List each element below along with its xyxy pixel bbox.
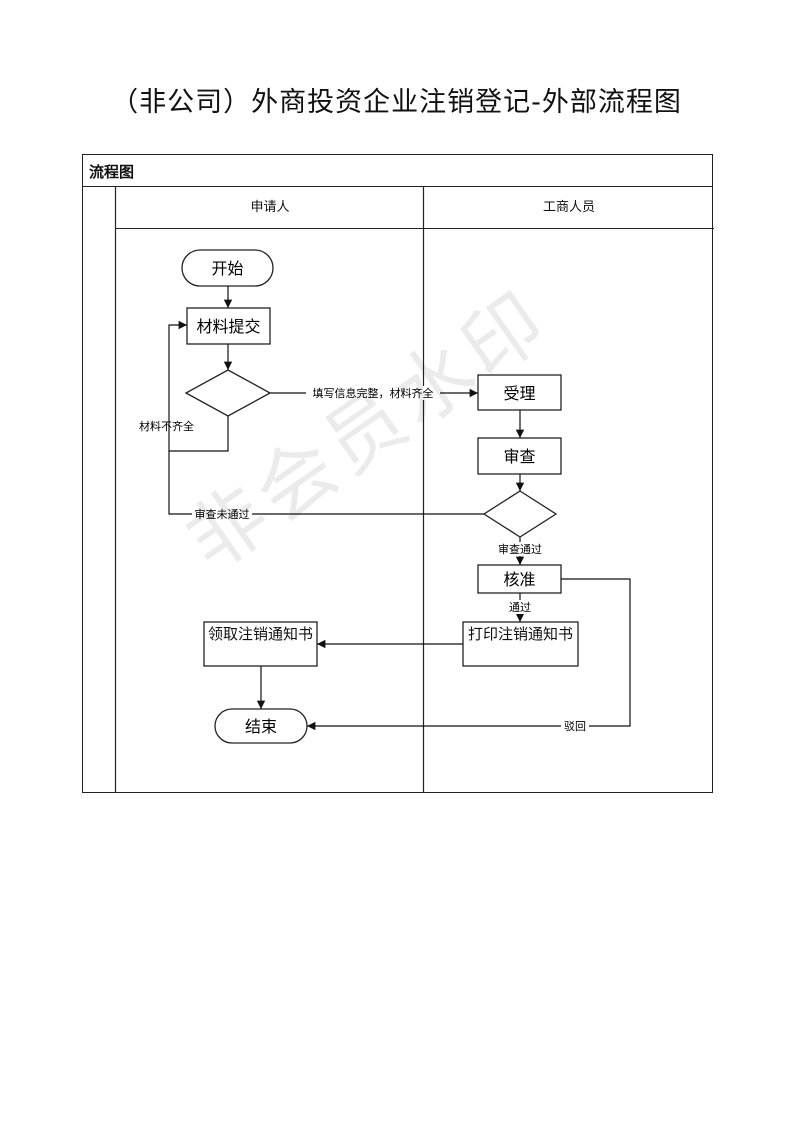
node-review [477, 437, 562, 475]
edge-label-bg-review-failed [192, 507, 252, 521]
node-collect-text-box: 领取注销通知书 [207, 625, 313, 643]
edge-label-bg-review-passed [495, 542, 545, 556]
node-collect [203, 621, 318, 667]
edge-label-complete: 填写信息完整，材料齐全 [313, 386, 434, 400]
node-print-text-box: 打印注销通知书 [467, 625, 573, 643]
edge-label-review-passed: 审查通过 [498, 542, 542, 556]
edge-review-failed [168, 451, 484, 515]
frame-header-label: 流程图 [89, 163, 135, 181]
node-review-label: 审查 [503, 447, 535, 466]
edge-label-incomplete: 材料不齐全 [139, 419, 194, 433]
decision-review [482, 490, 558, 538]
node-start-label: 开始 [211, 259, 243, 278]
edge-label-bg-complete [306, 386, 440, 400]
node-submit-label: 材料提交 [196, 317, 260, 336]
edge-rejected [307, 578, 631, 731]
node-collect-label: 领取注销通知书 [207, 625, 313, 643]
node-end-label: 结束 [245, 717, 277, 736]
edge-label-rejected: 驳回 [564, 720, 586, 733]
edge-label-bg-passed [506, 600, 534, 614]
edge-label-bg-rejected [561, 719, 589, 733]
node-accept-label: 受理 [503, 384, 535, 403]
flowchart-frame: 流程图 申请人 工商人员 [82, 154, 714, 793]
edge-label-review-failed: 审查未通过 [195, 507, 250, 521]
node-submit [186, 307, 271, 345]
lane-header-applicant: 申请人 [116, 187, 424, 229]
node-print-label: 打印注销通知书 [467, 625, 573, 643]
page-title: （非公司）外商投资企业注销登记-外部流程图 [111, 87, 682, 118]
edge-label-passed: 通过 [509, 601, 531, 614]
node-approve-label: 核准 [503, 570, 535, 589]
node-print [462, 621, 579, 667]
decision-completeness [184, 369, 272, 417]
frame-header: 流程图 [83, 155, 712, 187]
lane-header-staff: 工商人员 [424, 187, 714, 229]
